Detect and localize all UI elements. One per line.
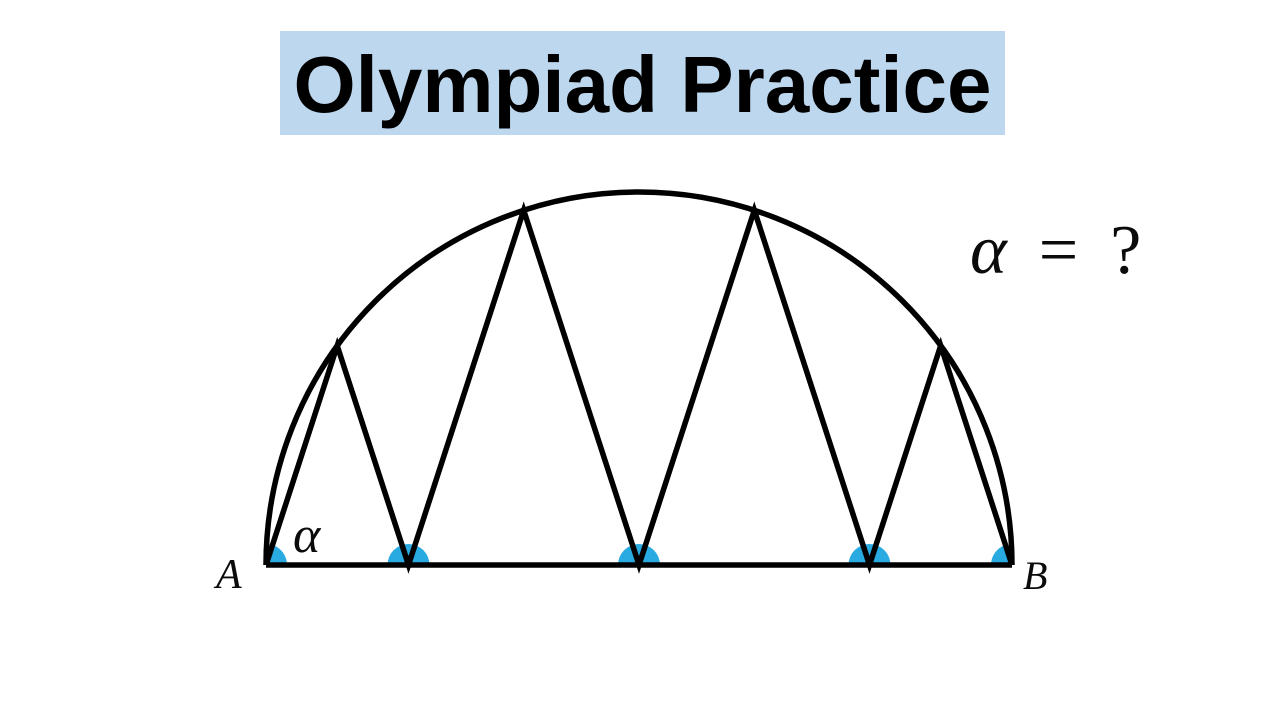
zigzag-chords xyxy=(263,201,1015,574)
label-point-a: A xyxy=(216,552,242,598)
equals-sign: = xyxy=(1038,212,1079,289)
alpha-symbol: α xyxy=(970,212,1007,289)
title-banner: Olympiad Practice xyxy=(280,31,1005,135)
angle-marker-base-point xyxy=(387,544,430,565)
angle-marker-base-point xyxy=(848,544,891,565)
semicircle-arc xyxy=(263,189,1015,566)
question-mark: ? xyxy=(1110,212,1142,289)
label-point-b: B xyxy=(1023,553,1048,598)
page-title: Olympiad Practice xyxy=(293,40,992,129)
label-angle-alpha: α xyxy=(293,507,321,564)
angle-marker-base-point xyxy=(618,544,660,565)
question-expression: α = ? xyxy=(970,216,1141,286)
